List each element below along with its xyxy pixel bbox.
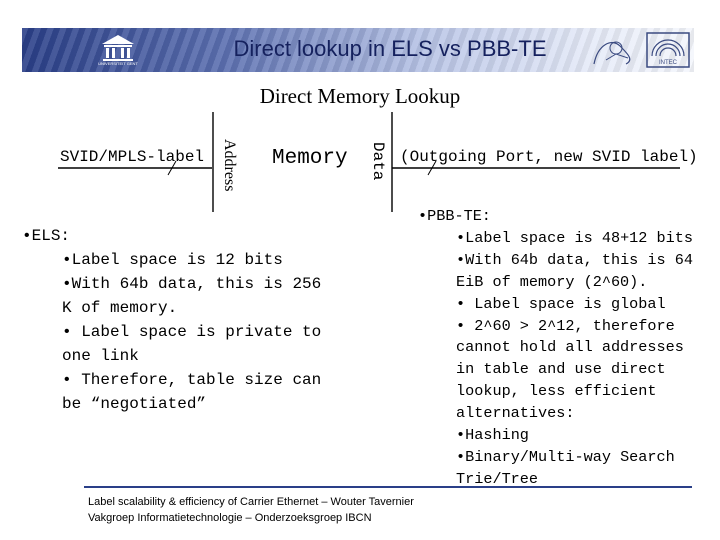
els-item-text: Label space is 12 bits xyxy=(71,251,283,269)
logo-right-text: INTEC xyxy=(659,60,678,66)
pbb-item-text: Hashing xyxy=(465,426,529,445)
els-item-text: Therefore, table size can be “negotiated… xyxy=(62,371,322,413)
pbb-item-text: Binary/Multi-way Search Trie/Tree xyxy=(456,447,675,488)
input-label: SVID/MPLS-label xyxy=(60,148,205,166)
intec-logo: INTEC xyxy=(646,32,690,68)
els-bullets: •ELS: •Label space is 12 bits •With 64b … xyxy=(22,224,322,416)
footer-rule xyxy=(84,486,692,488)
output-bus-slash xyxy=(427,160,437,176)
els-item: •Label space is 12 bits xyxy=(62,251,283,269)
title-banner xyxy=(22,28,694,72)
slide-title: Direct lookup in ELS vs PBB-TE xyxy=(233,36,547,61)
pbb-heading-text: PBB-TE: xyxy=(427,207,491,225)
els-item-text: With 64b data, this is 256 K of memory. xyxy=(62,275,322,317)
logo-left-text: UNIVERSITEIT GENT xyxy=(98,61,138,66)
footer-line-2: Vakgroep Informatietechnologie – Onderzo… xyxy=(88,512,372,524)
memory-label: Memory xyxy=(272,147,348,170)
els-item: • Label space is private to one link xyxy=(62,323,322,365)
university-logo: UNIVERSITEIT GENT xyxy=(98,35,138,66)
els-item: • Therefore, table size can be “negotiat… xyxy=(62,371,322,413)
input-bus-slash xyxy=(167,160,177,176)
pbb-item: • 2^60 > 2^12, therefore cannot hold all… xyxy=(456,316,684,423)
pbb-item-text: Label space is 48+12 bits xyxy=(465,228,693,247)
diagram-subtitle: Direct Memory Lookup xyxy=(259,84,461,108)
pbb-item: • Label space is global xyxy=(456,294,666,313)
els-heading-text: ELS: xyxy=(31,227,71,245)
pbb-item-text: 2^60 > 2^12, therefore cannot hold all a… xyxy=(456,316,684,423)
pbb-item: •With 64b data, this is 64 EiB of memory… xyxy=(456,250,693,291)
pbb-item: •Hashing xyxy=(456,426,529,445)
pbb-item: •Binary/Multi-way Search Trie/Tree xyxy=(456,447,675,488)
output-label: (Outgoing Port, new SVID label) xyxy=(400,148,698,166)
pbb-item-text: With 64b data, this is 64 EiB of memory … xyxy=(456,250,693,291)
sketch-figure-icon xyxy=(593,41,631,65)
data-label: Data xyxy=(369,142,387,181)
els-heading: •ELS: xyxy=(22,227,71,245)
banner-pattern xyxy=(22,28,694,72)
address-label: Address xyxy=(221,139,238,192)
footer: Label scalability & efficiency of Carrie… xyxy=(88,494,608,526)
els-item: •With 64b data, this is 256 K of memory. xyxy=(62,275,322,317)
pbb-heading: •PBB-TE: xyxy=(418,207,491,225)
pbb-item: •Label space is 48+12 bits xyxy=(456,228,693,247)
footer-line-1: Label scalability & efficiency of Carrie… xyxy=(88,496,414,508)
pbb-bullets: •PBB-TE: •Label space is 48+12 bits •Wit… xyxy=(418,206,708,491)
pbb-item-text: Label space is global xyxy=(474,294,666,313)
els-item-text: Label space is private to one link xyxy=(62,323,322,365)
